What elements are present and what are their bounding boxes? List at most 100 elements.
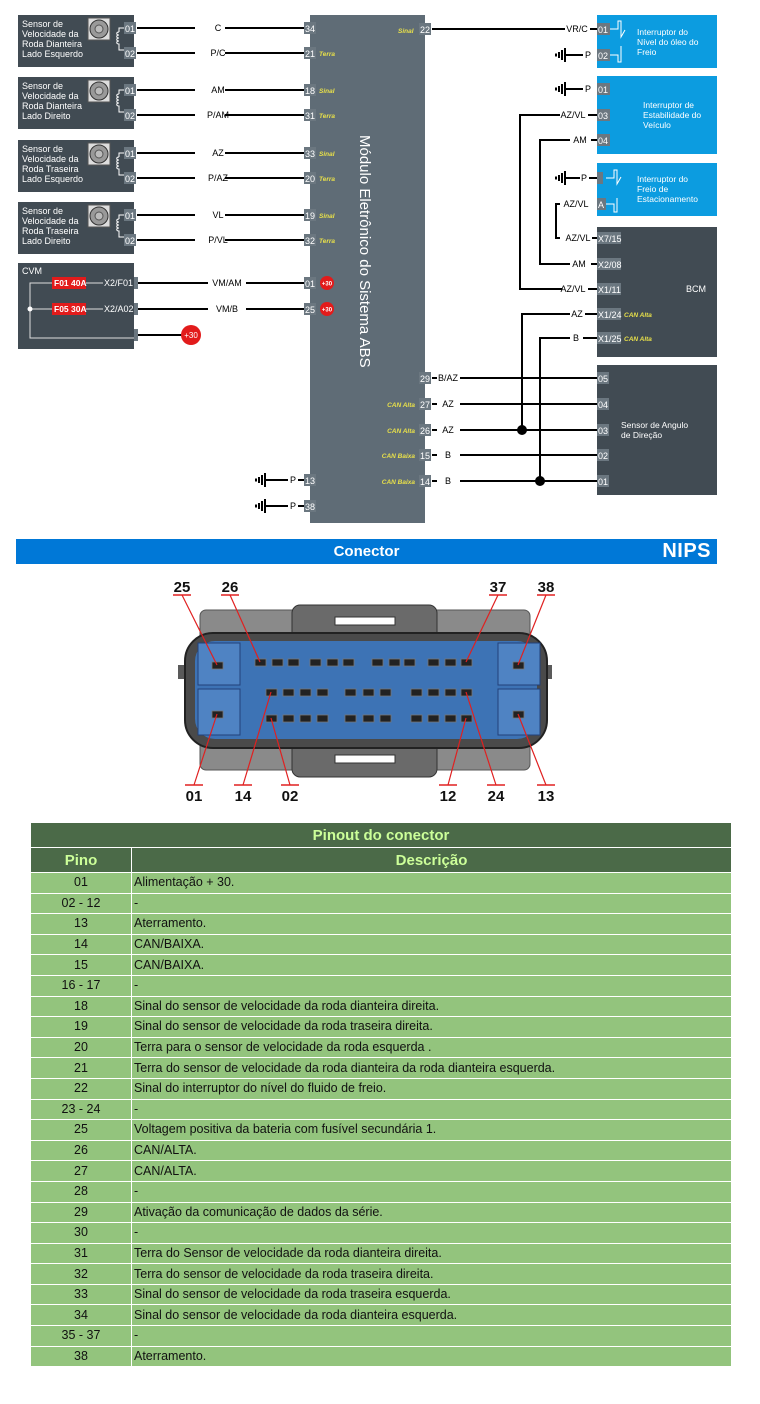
connector-terminal xyxy=(362,714,375,723)
ecu-pin-tag: Sinal xyxy=(319,88,335,95)
ecu-pin-tag: CAN Baixa xyxy=(382,453,416,460)
ecu-pin: 15 xyxy=(420,451,430,461)
wheel-sensor-label: Roda Traseira xyxy=(22,226,79,236)
pin-leader-line xyxy=(447,717,467,786)
wheel-sensor-label: Sensor de xyxy=(22,144,63,154)
wheel-sensor-label: Roda Dianteira xyxy=(22,101,82,111)
pinout-pin: 26 xyxy=(30,1139,132,1162)
wire-label: AZ/VL xyxy=(560,284,585,294)
pin-number-label: 13 xyxy=(538,788,555,805)
wire-label: P/AZ xyxy=(208,173,229,183)
wheel-sensor-label: Sensor de xyxy=(22,206,63,216)
bcm-pin-box xyxy=(597,308,621,320)
wire-label: P xyxy=(585,84,591,94)
wire xyxy=(555,203,560,239)
steering-sensor-pin-box xyxy=(597,449,609,461)
pinout-description: - xyxy=(131,1098,732,1121)
ecu-pin-box xyxy=(419,372,431,384)
steering-sensor-label: de Direção xyxy=(621,430,662,440)
connector-terminal xyxy=(309,658,322,667)
wire-label: P xyxy=(290,501,296,511)
wire-label: VR/C xyxy=(566,24,588,34)
fuse-box xyxy=(52,303,86,315)
connector-terminal xyxy=(299,688,312,697)
switch-label: Nível do óleo do xyxy=(637,37,699,47)
connector-terminal xyxy=(287,658,300,667)
connector-terminal xyxy=(403,658,416,667)
connector-terminal xyxy=(427,688,440,697)
pinout-pin: 38 xyxy=(30,1345,132,1368)
pinout-description: - xyxy=(131,974,732,997)
ecu-pin-box xyxy=(304,277,316,289)
pinout-pin: 19 xyxy=(30,1016,132,1038)
pinout-pin: 22 xyxy=(30,1077,132,1100)
sensor-pin: 02 xyxy=(125,111,135,121)
fuse-label: F05 30A xyxy=(54,304,87,314)
bcm-pin-box xyxy=(597,332,621,344)
abs-module xyxy=(310,15,425,523)
wheel-sensor-icon xyxy=(94,211,104,221)
connector-latch-bottom-slot xyxy=(334,754,396,764)
connector-terminal xyxy=(379,688,392,697)
wire-label: AZ/VL xyxy=(560,110,585,120)
pinout-description: - xyxy=(131,1325,732,1347)
ecu-pin-tag: Sinal xyxy=(319,213,335,220)
bcm-pin: X1/11 xyxy=(598,285,621,295)
ecu-pin-box xyxy=(419,475,431,487)
cvm-pin: X2/A02 xyxy=(104,304,134,314)
sensor-pin: 01 xyxy=(125,24,135,34)
steering-sensor-pin-box xyxy=(597,398,609,410)
bcm-pin-box xyxy=(597,283,621,295)
wire xyxy=(519,114,562,290)
connector-terminal xyxy=(444,688,457,697)
wire-label: AZ xyxy=(442,425,454,435)
wire-label: B xyxy=(445,450,451,460)
sensor-pin-box xyxy=(124,172,136,184)
wiring-diagram: Módulo Eletrônico do Sistema ABS Sensor … xyxy=(18,15,717,523)
pin-leader-line xyxy=(242,691,272,786)
ecu-pin-box xyxy=(304,109,316,121)
connector-terminal xyxy=(460,658,473,667)
connector-brand: NIPS xyxy=(662,540,711,562)
supply-badge xyxy=(181,325,201,345)
steering-sensor-pin: 01 xyxy=(598,477,608,487)
connector-terminal xyxy=(344,714,357,723)
cvm-pin-box xyxy=(134,277,138,289)
connector-terminal xyxy=(512,661,525,670)
ecu-pin-box xyxy=(419,398,431,410)
wheel-sensor-label: Lado Direito xyxy=(22,236,71,246)
cvm-pin-box xyxy=(134,329,138,341)
ecu-pin: 32 xyxy=(305,236,315,246)
wheel-sensor-label: Sensor de xyxy=(22,19,63,29)
pinout-description: Terra do sensor de velocidade da roda di… xyxy=(131,1057,732,1079)
pinout-row: 30- xyxy=(30,1222,732,1244)
ecu-pin: 31 xyxy=(305,111,315,121)
plus30-label: +30 xyxy=(322,282,333,288)
connector-terminal xyxy=(427,658,440,667)
sensor-pin: 01 xyxy=(125,149,135,159)
pinout-description: CAN/BAIXA. xyxy=(131,933,732,956)
wire-label: AM xyxy=(572,259,586,269)
ecu-pin-box xyxy=(304,84,316,96)
wire-label: AM xyxy=(573,135,587,145)
pin-leader-line xyxy=(517,713,547,786)
connector-terminal xyxy=(460,714,473,723)
pin-leader-line xyxy=(193,713,218,786)
connector-terminal xyxy=(427,714,440,723)
steering-sensor-box xyxy=(597,365,717,495)
ecu-pin-tag: Terra xyxy=(319,113,335,120)
ecu-pin-tag: Sinal xyxy=(319,151,335,158)
bcm-pin: X7/15 xyxy=(598,234,622,244)
ecu-pin: 38 xyxy=(305,502,315,512)
pinout-pin: 02 - 12 xyxy=(30,892,132,915)
connector-terminal xyxy=(379,714,392,723)
ecu-pin: 14 xyxy=(420,477,430,487)
ecu-pin-box xyxy=(304,474,316,486)
